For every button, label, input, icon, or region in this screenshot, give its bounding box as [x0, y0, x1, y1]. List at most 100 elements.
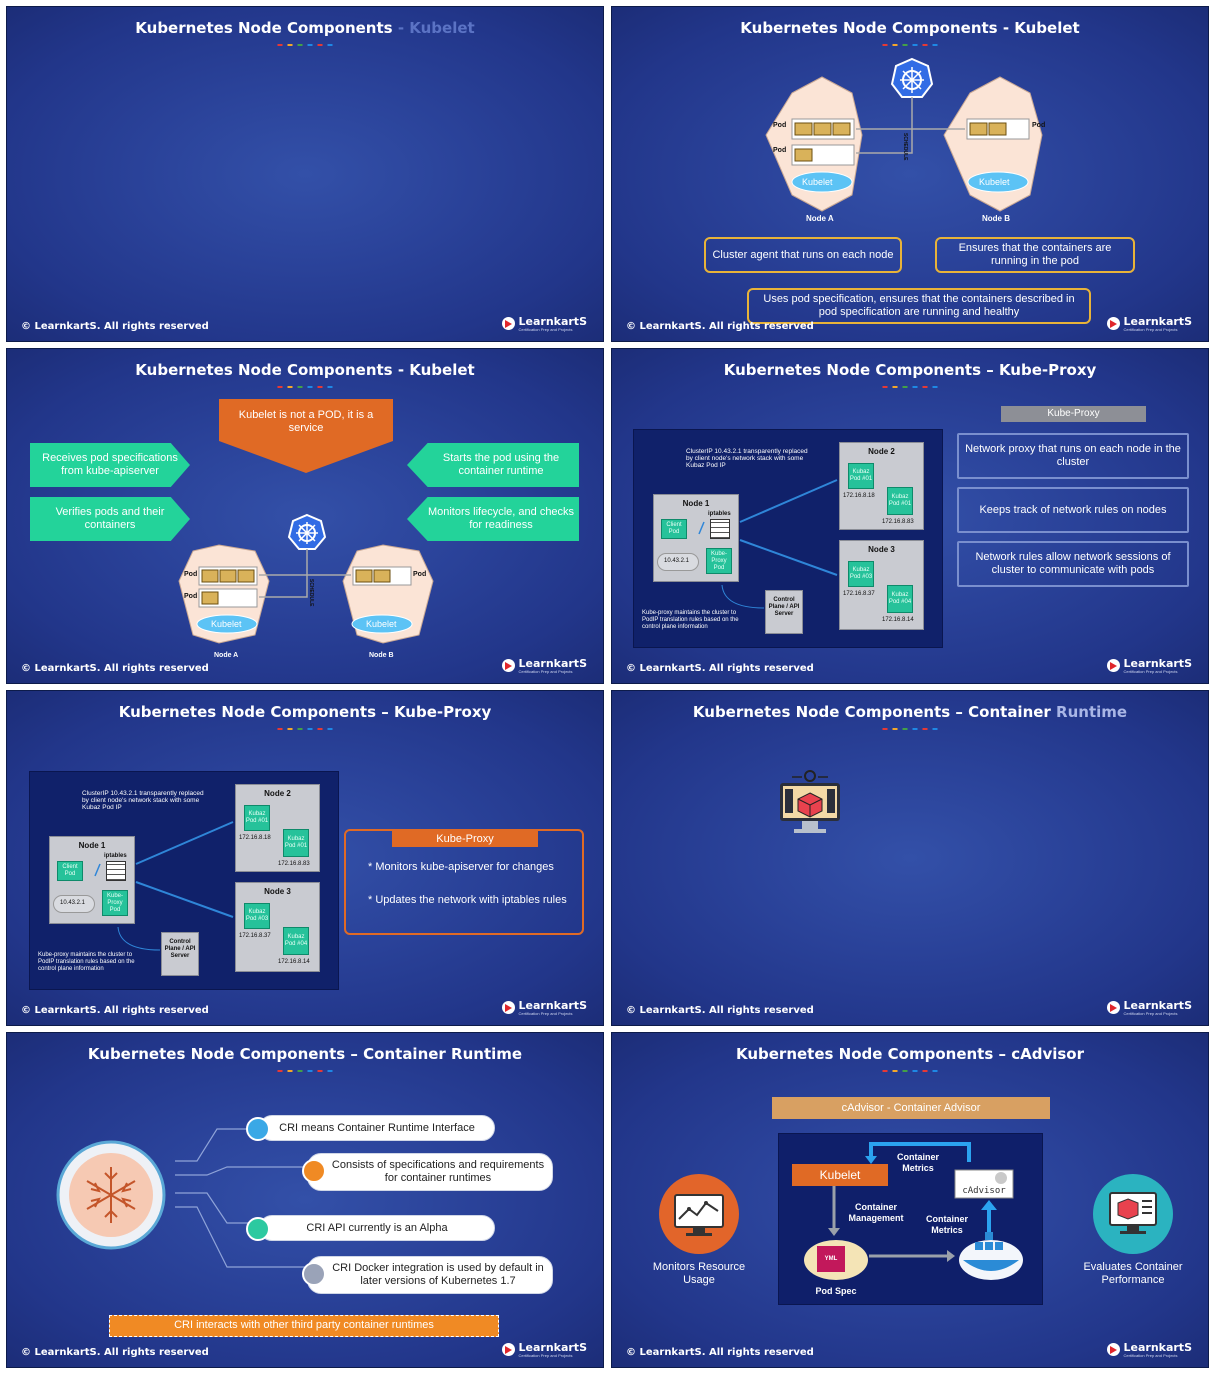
kube-proxy-card: Kube-Proxy * Monitors kube-apiserver for… — [344, 829, 584, 935]
info-box-pod-specification: Uses pod specification, ensures that the… — [747, 288, 1091, 324]
kubelet-box: Kubelet — [792, 1164, 888, 1186]
title-accent-dots — [277, 386, 333, 388]
learnkarts-icon — [1106, 1343, 1120, 1356]
callout-verifies-pods: Verifies pods and their containers — [30, 497, 190, 541]
kubaz-pod-04: Kubaz Pod #04 — [887, 585, 913, 613]
slide-title: Kubernetes Node Components – Container R… — [87, 1045, 523, 1063]
monitors-resource-label: Monitors Resource Usage — [652, 1261, 746, 1286]
node-3: Node 3 Kubaz Pod #03 172.16.8.37 Kubaz P… — [839, 540, 924, 630]
cloud-icon — [657, 553, 699, 571]
node-a-label: Node A — [214, 652, 239, 659]
connection-arrows — [698, 479, 838, 609]
pod-label: Pod — [773, 147, 787, 154]
schedule-label: SCHEDULE — [308, 579, 314, 607]
cadvisor-arrows — [804, 1142, 1023, 1280]
copyright: © LearnkartS. All rights reserved — [21, 663, 209, 674]
node-1: Node 1 Client Pod iptables Kube-Proxy Po… — [653, 494, 739, 582]
cadvisor-label: cAdvisor — [962, 1186, 1006, 1196]
bullet-monitors-apiserver: * Monitors kube-apiserver for changes — [368, 861, 554, 873]
node-1: Node 1 Client Pod iptables Kube-Proxy Po… — [49, 836, 135, 924]
title-accent-dots — [882, 386, 938, 388]
kube-proxy-network-diagram: ClusterIP 10.43.2.1 transparently replac… — [29, 771, 339, 990]
pod-ip: 172.16.8.83 — [882, 519, 914, 525]
slide-3[interactable]: Kubernetes Node Components - Kubelet Kub… — [6, 348, 604, 684]
node-2: Node 2 Kubaz Pod #01 172.16.8.18 Kubaz P… — [839, 442, 924, 530]
learnkarts-icon — [501, 1001, 515, 1014]
kube-proxy-network-diagram: ClusterIP 10.43.2.1 transparently replac… — [633, 429, 943, 648]
banner-shape — [219, 399, 393, 473]
pod-ip: 172.16.8.14 — [278, 959, 310, 965]
slide-title: Kubernetes Node Components - Kubelet — [135, 361, 475, 379]
slide-1[interactable]: Kubernetes Node Components - Kubelet © L… — [6, 6, 604, 342]
slide-6[interactable]: Kubernetes Node Components – Container R… — [611, 690, 1209, 1026]
node-a-label: Node A — [806, 214, 834, 223]
kubaz-pod-01: Kubaz Pod #01 — [244, 805, 270, 831]
learnkarts-icon — [501, 317, 515, 330]
snowflake-circle-icon — [56, 1140, 166, 1250]
pod-ip: 172.16.8.37 — [843, 591, 875, 597]
pod-label: Pod — [413, 571, 427, 578]
title-accent-dots — [882, 728, 938, 730]
pod-spec-label: Pod Spec — [815, 1286, 857, 1296]
item-dot-gray — [302, 1262, 326, 1286]
pod-ip: 172.16.8.18 — [239, 835, 271, 841]
item-dot-teal — [246, 1217, 270, 1241]
copyright: © LearnkartS. All rights reserved — [21, 321, 209, 332]
evaluates-performance-label: Evaluates Container Performance — [1083, 1261, 1183, 1286]
pod-label: Pod — [184, 571, 198, 578]
copyright: © LearnkartS. All rights reserved — [626, 1005, 814, 1016]
slide-title: Kubernetes Node Components - Kubelet — [135, 19, 475, 37]
learnkarts-icon — [501, 1343, 515, 1356]
kube-proxy-note: Kube-proxy maintains the cluster to PodI… — [38, 952, 135, 972]
kubaz-pod-01: Kubaz Pod #01 — [848, 463, 874, 489]
kubaz-pod-03: Kubaz Pod #03 — [848, 561, 874, 587]
kubelet-service-banner: Kubelet is not a POD, it is a service — [238, 409, 374, 434]
node-2: Node 2 Kubaz Pod #01 172.16.8.18 Kubaz P… — [235, 784, 320, 872]
kube-proxy-header: Kube-Proxy — [1001, 406, 1146, 422]
callout-starts-pod: Starts the pod using the container runti… — [407, 443, 579, 487]
container-metrics-top-label: Container Metrics — [896, 1152, 939, 1173]
slide-8[interactable]: Kubernetes Node Components – cAdvisor cA… — [611, 1032, 1209, 1368]
item-dot-orange — [302, 1159, 326, 1183]
item-dot-blue — [246, 1117, 270, 1141]
cri-third-party-banner: CRI interacts with other third party con… — [109, 1315, 499, 1337]
pod-label: Pod — [1032, 122, 1046, 129]
pod-label: Pod — [184, 593, 198, 600]
slide-2[interactable]: Kubernetes Node Components - Kubelet Pod… — [611, 6, 1209, 342]
copyright: © LearnkartS. All rights reserved — [21, 1347, 209, 1358]
slide-5[interactable]: Kubernetes Node Components – Kube-Proxy … — [6, 690, 604, 1026]
schedule-label: SCHEDULE — [902, 133, 908, 161]
info-box-network-rules: Keeps track of network rules on nodes — [957, 487, 1189, 533]
cri-item-alpha: CRI API currently is an Alpha — [259, 1215, 495, 1241]
node-b-label: Node B — [982, 214, 1010, 223]
pod-ip: 172.16.8.14 — [882, 617, 914, 623]
copyright: © LearnkartS. All rights reserved — [626, 321, 814, 332]
pod-ip: 172.16.8.37 — [239, 933, 271, 939]
cri-item-specifications: Consists of specifications and requireme… — [307, 1153, 553, 1191]
kubaz-pod-01: Kubaz Pod #01 — [887, 487, 913, 515]
yml-icon-label: YML — [824, 1256, 838, 1262]
iptables-table-icon — [710, 519, 730, 539]
info-box-network-proxy: Network proxy that runs on each node in … — [957, 433, 1189, 479]
kube-proxy-pod: Kube-Proxy Pod — [706, 548, 732, 574]
slide-4[interactable]: Kubernetes Node Components – Kube-Proxy … — [611, 348, 1209, 684]
container-metrics-right-label: Container Metrics — [925, 1214, 968, 1235]
learnkarts-icon — [501, 659, 515, 672]
copyright: © LearnkartS. All rights reserved — [626, 1347, 814, 1358]
slide-title: Kubernetes Node Components - Kubelet — [740, 19, 1080, 37]
kubaz-pod-01: Kubaz Pod #01 — [283, 829, 309, 857]
slide-7[interactable]: Kubernetes Node Components – Container R… — [6, 1032, 604, 1368]
control-plane: Control Plane / API Server — [765, 590, 803, 634]
client-pod: Client Pod — [661, 519, 687, 539]
kubelet-label: Kubelet — [802, 177, 833, 187]
title-accent-dots — [277, 1070, 333, 1072]
learnkarts-icon — [1106, 317, 1120, 330]
cadvisor-diagram: Kubelet Container Metrics Container Mana… — [778, 1133, 1043, 1305]
node-b-label: Node B — [369, 652, 394, 659]
